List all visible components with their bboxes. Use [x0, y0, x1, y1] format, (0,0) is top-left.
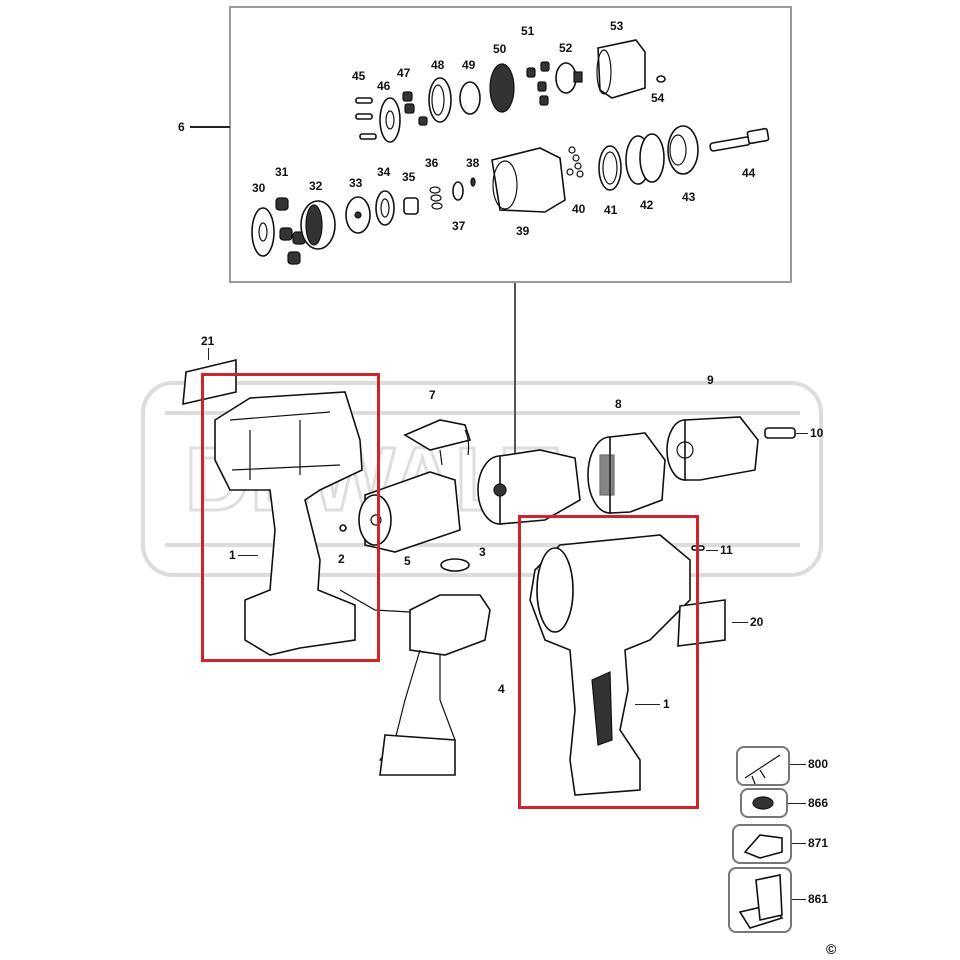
part-label-5: 5 — [404, 554, 411, 568]
leader-871 — [792, 843, 806, 844]
part-label-44: 44 — [742, 166, 756, 180]
part-label-10: 10 — [810, 426, 824, 440]
leader-866 — [788, 803, 806, 804]
part-label-46: 46 — [377, 79, 391, 93]
accessory-label-800: 800 — [808, 757, 829, 771]
part-label-43: 43 — [682, 190, 696, 204]
part-label-3: 3 — [479, 545, 486, 559]
part-label-4: 4 — [498, 682, 505, 696]
part-label-36: 36 — [425, 156, 439, 170]
highlight-box-housing-left — [201, 373, 380, 662]
part-label-9: 9 — [707, 373, 714, 387]
copyright-symbol: © — [826, 941, 837, 957]
part-label-30: 30 — [252, 181, 266, 195]
part-label-32: 32 — [309, 179, 323, 193]
part-label-8: 8 — [615, 397, 622, 411]
part-label-47: 47 — [397, 66, 411, 80]
part-label-39: 39 — [516, 224, 530, 238]
accessory-label-861: 861 — [808, 892, 829, 906]
part-label-51: 51 — [521, 24, 535, 38]
part-label-53: 53 — [610, 19, 624, 33]
part-label-34: 34 — [377, 165, 391, 179]
part-label-21: 21 — [201, 334, 215, 348]
part-label-20: 20 — [750, 615, 764, 629]
part-label-52: 52 — [559, 41, 573, 55]
part-label-45: 45 — [352, 69, 366, 83]
part-label-35: 35 — [402, 170, 416, 184]
accessory-box-866 — [740, 788, 788, 818]
accessory-label-871: 871 — [808, 836, 829, 850]
part-label-42: 42 — [640, 198, 654, 212]
leader-20 — [732, 622, 748, 623]
part-label-50: 50 — [493, 42, 507, 56]
accessory-label-866: 866 — [808, 796, 829, 810]
leader-800 — [790, 764, 806, 765]
leader-11 — [706, 550, 718, 551]
connector-line — [514, 283, 516, 455]
part-label-37: 37 — [452, 219, 466, 233]
callout-6: 6 — [178, 120, 185, 134]
leader-21 — [208, 348, 209, 360]
part-label-11: 11 — [720, 543, 733, 557]
part-label-1-left: 1 — [229, 548, 236, 562]
part-label-54: 54 — [651, 91, 665, 105]
part-label-49: 49 — [462, 58, 476, 72]
highlight-box-housing-right — [518, 515, 699, 809]
part-label-2: 2 — [338, 552, 345, 566]
part-label-48: 48 — [431, 58, 445, 72]
part-label-33: 33 — [349, 176, 363, 190]
leader-10 — [796, 433, 808, 434]
part-label-31: 31 — [275, 165, 289, 179]
leader-1-right — [635, 704, 660, 705]
leader-1-left — [238, 555, 258, 556]
part-label-7: 7 — [429, 388, 436, 402]
part-label-1-right: 1 — [663, 697, 670, 711]
leader-861 — [792, 899, 806, 900]
part-label-41: 41 — [604, 203, 618, 217]
callout-leader — [190, 126, 230, 128]
part-label-38: 38 — [466, 156, 480, 170]
part-label-40: 40 — [572, 202, 586, 216]
